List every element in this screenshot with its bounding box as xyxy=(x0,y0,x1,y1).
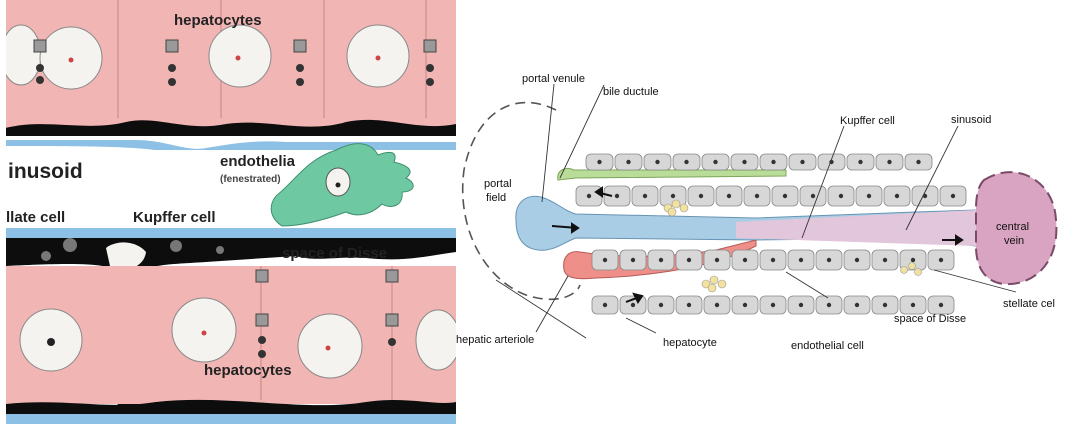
label-hepatocytes-bottom: hepatocytes xyxy=(204,362,292,379)
hepatocyte-nucleus xyxy=(887,160,891,164)
hepatocyte-nucleus xyxy=(916,160,920,164)
hepatocyte-nucleus xyxy=(684,160,688,164)
hepatocyte-nucleus xyxy=(939,258,943,262)
hepatocyte-nucleus xyxy=(811,194,815,198)
hepatocyte-nucleus xyxy=(659,258,663,262)
hepatocyte-nucleus xyxy=(631,258,635,262)
liver-lobule-diagram-right: portal venule bile ductule portal field … xyxy=(456,70,1066,370)
hepatocyte-nucleus xyxy=(603,303,607,307)
hepatocyte-nucleus xyxy=(687,258,691,262)
hepatocyte-nucleus xyxy=(855,303,859,307)
label-hepatocyte: hepatocyte xyxy=(663,337,717,349)
hepatocyte-nucleus xyxy=(603,258,607,262)
hepatocyte-nucleus xyxy=(687,303,691,307)
label-central-vein-1: central xyxy=(996,221,1029,233)
hepatocyte-nucleus xyxy=(911,258,915,262)
portal-field-boundary xyxy=(463,103,580,300)
hepatocyte-nucleus xyxy=(883,258,887,262)
label-endothelia: endothelia xyxy=(220,153,296,170)
hepatocyte-nucleus xyxy=(631,303,635,307)
hepatocyte-nucleus xyxy=(867,194,871,198)
label-kupffer-cell: Kupffer cell xyxy=(133,209,216,226)
hepatocyte-nucleus xyxy=(626,160,630,164)
hepatocyte-nucleus xyxy=(771,160,775,164)
hepatocyte-nucleus xyxy=(827,258,831,262)
hepatocyte-nucleus xyxy=(643,194,647,198)
hepatocyte-nucleus xyxy=(799,258,803,262)
hepatocyte-nucleus xyxy=(742,160,746,164)
hepatocyte-nucleus xyxy=(727,194,731,198)
hepatocyte-nucleus xyxy=(755,194,759,198)
label-stellate-cell: stellate cel xyxy=(1003,298,1055,310)
label-kupffer-cell: Kupffer cell xyxy=(840,115,895,127)
label-central-vein-2: vein xyxy=(1004,235,1024,247)
hepatocyte-nucleus xyxy=(771,258,775,262)
endothelium-lower xyxy=(6,414,456,424)
hepatocyte-nucleus xyxy=(858,160,862,164)
hepatocyte-nucleus xyxy=(587,194,591,198)
hepatocyte-nucleus xyxy=(939,303,943,307)
label-fenestrated: (fenestrated) xyxy=(220,174,281,185)
hepatocyte-nucleus xyxy=(743,303,747,307)
hepatocyte-nucleus xyxy=(659,303,663,307)
label-endothelial-cell: endothelial cell xyxy=(791,340,864,352)
hepatocyte-nucleus xyxy=(615,194,619,198)
hepatocyte-nucleus xyxy=(699,194,703,198)
sinusoid-schematic-left: hepatocytes inusoid endothelia (fenestra… xyxy=(6,0,456,433)
label-hepatic-arteriole: hepatic arteriole xyxy=(456,334,534,346)
hepatocyte-nucleus xyxy=(827,303,831,307)
hepatocyte-nucleus xyxy=(715,258,719,262)
label-space-of-disse: space of Disse xyxy=(894,313,966,325)
label-hepatocytes-top: hepatocytes xyxy=(174,12,262,29)
hepatocyte-nucleus xyxy=(771,303,775,307)
label-portal-field-1: portal xyxy=(484,178,512,190)
label-portal-venule: portal venule xyxy=(522,73,585,85)
hepatocyte-nucleus xyxy=(743,258,747,262)
hepatocyte-nucleus xyxy=(800,160,804,164)
label-sinusoid: sinusoid xyxy=(951,114,991,126)
hepatocyte-nucleus xyxy=(911,303,915,307)
hepatocyte-nucleus xyxy=(597,160,601,164)
endothelium-bottom xyxy=(6,228,456,238)
hepatocyte-nucleus xyxy=(855,258,859,262)
hepatocyte-nucleus xyxy=(895,194,899,198)
hepatocyte-nucleus xyxy=(671,194,675,198)
label-space-of-disse: space of Disse xyxy=(282,245,387,262)
hepatocyte-nucleus xyxy=(783,194,787,198)
hepatocyte-nucleus xyxy=(655,160,659,164)
hepatocyte-nucleus xyxy=(951,194,955,198)
hepatocyte-nucleus xyxy=(713,160,717,164)
label-bile-ductule: bile ductule xyxy=(603,86,659,98)
hepatocyte-nucleus xyxy=(799,303,803,307)
label-stellate-cell: llate cell xyxy=(6,209,65,226)
hepatocyte-nucleus xyxy=(883,303,887,307)
label-sinusoid: inusoid xyxy=(8,160,83,183)
hepatocyte-nucleus xyxy=(715,303,719,307)
label-portal-field-2: field xyxy=(486,192,506,204)
hepatocyte-nucleus xyxy=(839,194,843,198)
